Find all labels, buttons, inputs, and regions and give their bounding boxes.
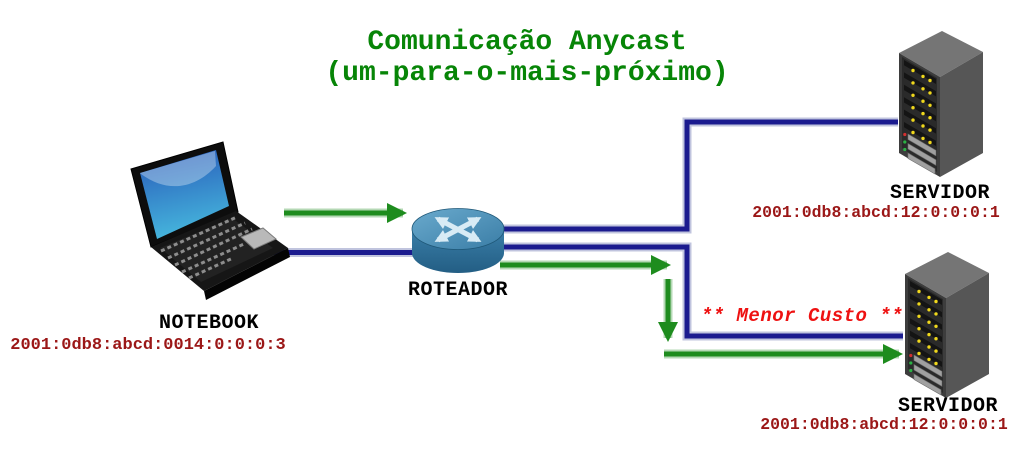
diagram-title: Comunicação Anycast (um-para-o-mais-próx…	[325, 27, 728, 89]
link-router-server-top	[470, 117, 898, 234]
server-tower-icon-top	[898, 30, 984, 178]
server-bottom-label: SERVIDOR	[897, 395, 999, 418]
server-top-ip: 2001:0db8:abcd:12:0:0:0:1	[752, 203, 1000, 222]
server-top-label: SERVIDOR	[889, 182, 991, 205]
server-tower-icon-bottom	[904, 251, 990, 399]
link-router-server-bottom	[470, 242, 903, 341]
router-label: ROTEADOR	[407, 279, 509, 302]
lowest-cost-annotation: ** Menor Custo **	[700, 305, 904, 327]
server-bottom-ip: 2001:0db8:abcd:12:0:0:0:1	[760, 415, 1008, 434]
laptop-icon	[130, 141, 290, 300]
title-line2: (um-para-o-mais-próximo)	[325, 58, 729, 89]
title-line1: Comunicação Anycast	[367, 27, 687, 58]
router-arrows-icon	[434, 216, 482, 243]
notebook-ip: 2001:0db8:abcd:0014:0:0:0:3	[10, 336, 286, 355]
notebook-label: NOTEBOOK	[158, 312, 260, 335]
router-icon	[411, 208, 505, 273]
